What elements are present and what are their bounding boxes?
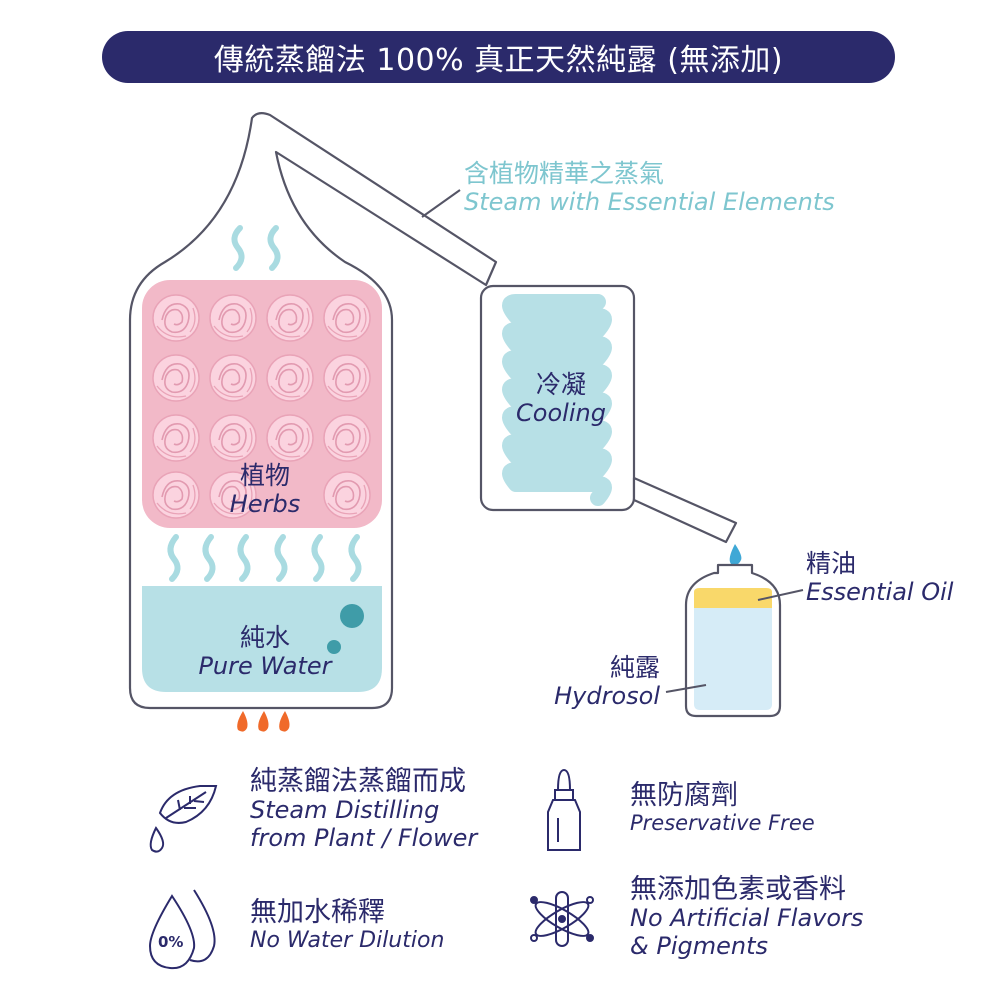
bubble-large — [340, 604, 364, 628]
rose-icon — [323, 471, 371, 519]
feature-en-line1: Steam Distilling — [250, 796, 440, 825]
hydrosol-pointer-line — [665, 684, 707, 693]
rose-icon — [209, 294, 257, 342]
leaf-drop-icon — [149, 785, 218, 853]
herbs-label: 植物 Herbs — [200, 461, 330, 518]
water-drops-icon — [148, 889, 216, 970]
rose-icon — [266, 354, 314, 402]
zero-percent-badge: 0% — [158, 933, 184, 951]
feature-zh: 無添加色素或香料 — [630, 874, 846, 905]
feature-zh: 無防腐劑 — [630, 780, 738, 811]
rose-icon — [323, 294, 371, 342]
rose-icon — [209, 414, 257, 462]
droplet-icon — [729, 544, 742, 565]
oil-label: 精油 Essential Oil — [806, 549, 954, 606]
feature-no-water-dilution: 無加水稀釋 No Water Dilution — [250, 897, 444, 953]
water-label: 純水 Pure Water — [180, 623, 350, 680]
condenser-coil — [502, 294, 612, 506]
hydrosol-label-en: Hydrosol — [554, 681, 660, 710]
oil-label-zh: 精油 — [806, 549, 857, 578]
cooling-label-zh: 冷凝 — [535, 370, 586, 399]
molecule-icon — [530, 891, 594, 947]
feature-en-line1: No Water Dilution — [250, 928, 445, 954]
rose-icon — [152, 294, 200, 342]
feature-en-line1: No Artificial Flavors — [630, 904, 864, 933]
steam-label-en: Steam with Essential Elements — [464, 187, 835, 216]
title-banner: 傳統蒸餾法 100% 真正天然純露 (無添加) — [102, 31, 895, 83]
dropper-bottle-icon — [547, 768, 581, 851]
oil-layer — [694, 588, 772, 608]
steam-pointer-line — [421, 189, 461, 218]
rose-icon — [266, 414, 314, 462]
flame-icon — [279, 711, 290, 732]
herbs-area — [142, 280, 382, 528]
feature-preservative-free: 無防腐劑 Preservative Free — [630, 780, 815, 835]
water-label-zh: 純水 — [239, 623, 290, 652]
steam-label: 含植物精華之蒸氣 Steam with Essential Elements — [464, 159, 835, 216]
herbs-label-zh: 植物 — [239, 461, 290, 490]
rose-icon — [209, 354, 257, 402]
steam-label-zh: 含植物精華之蒸氣 — [464, 159, 665, 188]
water-label-en: Pure Water — [198, 651, 332, 680]
feature-steam-distilling: 純蒸餾法蒸餾而成 Steam Distilling from Plant / F… — [250, 766, 477, 852]
steam-squiggles-top — [231, 225, 281, 271]
oil-label-en: Essential Oil — [806, 577, 954, 606]
outlet-tube — [632, 476, 738, 544]
cooling-label: 冷凝 Cooling — [506, 370, 616, 427]
water-area — [142, 586, 382, 692]
feature-en-line2: from Plant / Flower — [250, 823, 478, 852]
feature-en-line1: Preservative Free — [630, 811, 815, 836]
hydrosol-label: 純露 Hydrosol — [530, 653, 660, 710]
feature-zh: 純蒸餾法蒸餾而成 — [250, 766, 466, 797]
bubble-small — [327, 640, 341, 654]
rose-icon — [323, 354, 371, 402]
feature-no-artificial: 無添加色素或香料 No Artificial Flavors & Pigment… — [630, 874, 863, 960]
flame-icons — [237, 711, 290, 732]
hydrosol-layer — [694, 608, 772, 710]
steam-squiggles-middle — [167, 534, 362, 582]
flame-icon — [258, 711, 269, 732]
rose-icon — [323, 414, 371, 462]
cooling-label-en: Cooling — [516, 398, 606, 427]
banner-title: 傳統蒸餾法 100% 真正天然純露 (無添加) — [213, 43, 784, 78]
feature-en-line2: & Pigments — [630, 931, 768, 960]
hydrosol-label-zh: 純露 — [609, 653, 660, 682]
rose-icon — [152, 354, 200, 402]
rose-icon — [152, 414, 200, 462]
rose-icon — [266, 294, 314, 342]
feature-zh: 無加水稀釋 — [250, 897, 385, 928]
flame-icon — [237, 711, 248, 732]
oil-pointer-line — [757, 589, 804, 601]
rose-icon — [152, 471, 200, 519]
herbs-label-en: Herbs — [229, 489, 301, 518]
